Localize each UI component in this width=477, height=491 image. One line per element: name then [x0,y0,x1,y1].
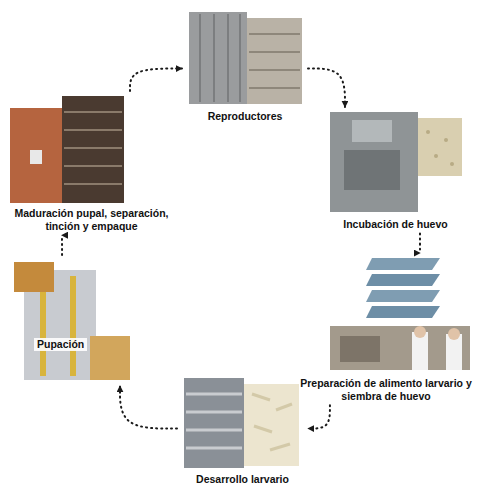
process-stage: Maduración pupal, separación, tinción y … [4,94,179,232]
maturation-photo [10,96,124,203]
incubation-photo [330,112,462,212]
process-stage: Preparación de alimento larvario y siemb… [300,256,472,402]
stage-label-group: Desarrollo larvario [180,473,305,486]
stage-label: Maduración pupal, separación, tinción y … [4,207,179,232]
stage-label: Preparación de alimento larvario y siemb… [300,377,472,402]
pupation-photo [14,262,130,380]
stage-label-group: Incubación de huevo [318,218,473,231]
dotted-arrow [120,386,177,429]
dotted-arrow [61,235,63,255]
process-stage: Pupación [12,258,132,383]
process-stage: Desarrollo larvario [180,376,305,486]
stage-label-group: Preparación de alimento larvario y siemb… [300,377,472,402]
stage-label: Reproductores [185,110,305,123]
dotted-arrow [130,69,182,91]
dotted-arrow [308,405,330,428]
stage-label-group: Pupación [34,338,87,351]
dotted-arrow [308,69,345,107]
process-stage: Reproductores [185,10,305,123]
process-stage: Incubación de huevo [318,110,473,231]
stage-label: Pupación [34,338,87,351]
stage-label: Incubación de huevo [318,218,473,231]
larval-development-photo [184,378,299,468]
stage-label: Desarrollo larvario [180,473,305,486]
dotted-arrow [419,234,421,253]
breeder-photo [189,12,302,104]
feed-preparation-photo [330,258,470,370]
stage-label-group: Maduración pupal, separación, tinción y … [4,207,179,232]
stage-label-group: Reproductores [185,110,305,123]
